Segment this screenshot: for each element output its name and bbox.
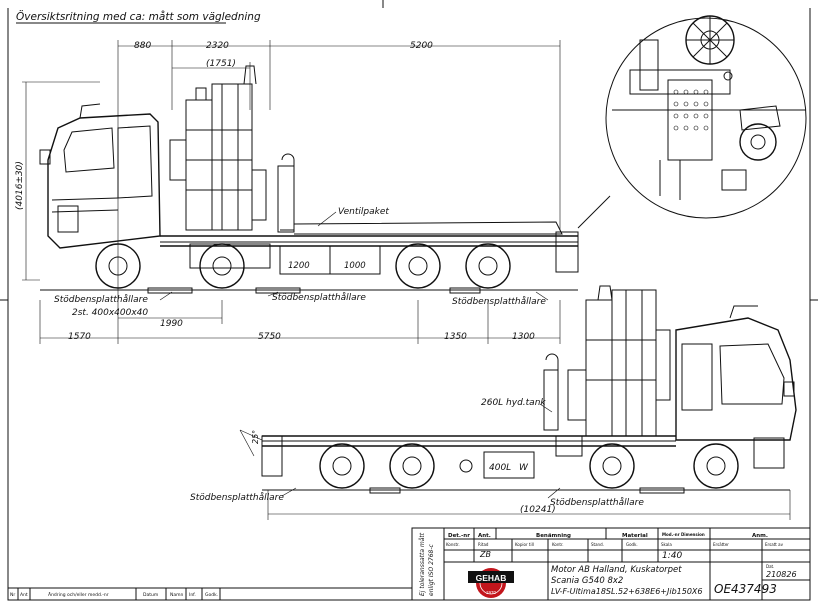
tb-ersatt-av: Ersatt av [765,542,784,547]
dim-1990: 1990 [160,319,183,329]
dim-2320: 2320 [206,41,229,51]
title-block [7,527,811,601]
drawing-title: Översiktsritning med ca: mått som vägled… [16,10,261,23]
rear-view-truck [239,285,797,520]
dim-1200: 1200 [288,261,310,271]
dim-10241: (10241) [520,505,556,515]
dim-880: 880 [134,41,151,51]
tb-date: 210826 [766,570,797,579]
tb-ersatter: Ersätter [713,542,729,547]
tb-col-material: Material [622,533,648,539]
tb-drawing-number: OE437493 [714,582,777,596]
rev-inf: Inf. [189,592,196,598]
dim-1000: 1000 [344,261,366,271]
tb-konstr: Konstr. [446,542,460,547]
rev-datum: Datum [143,592,158,598]
label-stod-front: Stödbensplatthållare [54,294,148,305]
dim-1350: 1350 [444,332,467,342]
rev-godk: Godk. [205,592,218,598]
tb-kontr: Kontr. [552,542,564,547]
tb-dat-label: Dat. [766,564,774,569]
tb-vehicle: Scania G540 8x2 [551,576,623,586]
label-stod-right: Stödbensplatthållare [550,497,644,508]
tb-col-anm: Anm. [752,533,768,539]
tb-col-ant: Ant. [478,533,491,539]
tb-spec: LV-F-Ultima18SL.52+638E6+Jib150X6 [551,587,702,596]
tb-kopior: Kopior till [515,542,534,547]
side-view-truck [22,40,611,344]
side-wheels [40,243,578,294]
dim-1751: (1751) [206,59,236,69]
detail-view [605,15,807,219]
tb-godk: Godk. [626,542,638,547]
dim-5750: 5750 [258,332,281,342]
tb-stand: Stand. [591,542,604,547]
label-400l-mark: W [519,463,529,473]
rev-ant: Ant [20,592,28,598]
tb-col-modnr: Mod.-nr Dimension [662,532,705,537]
gehab-logo: GEHAB 1970 [468,568,514,598]
label-stod-rear: Stödbensplatthållare [452,296,546,307]
label-stod-left: Stödbensplatthållare [190,492,284,503]
dim-5200: 5200 [410,41,433,51]
label-angle: 25° [251,430,260,444]
logo-text: GEHAB [476,573,507,583]
rev-namn: Namn [170,592,184,598]
dim-height: (4016±30) [15,161,25,210]
label-stod-front-size: 2st. 400x400x40 [72,308,148,318]
tb-scale-value: 1:40 [662,551,682,561]
tb-col-detnr: Det.-nr [448,533,470,539]
tb-customer: Motor AB Halland, Kuskatorpet [551,565,682,575]
label-260l-tank: 260L hyd.tank [481,398,546,408]
tb-note-1: Ej toleranssatta mått [419,532,426,596]
tb-col-benamning: Benämning [536,533,571,539]
tb-ritad-value: ZB [479,550,491,559]
label-ventilpaket: Ventilpaket [338,207,389,217]
rev-nr: Nr [10,592,15,598]
tb-skala: Skala [661,542,672,547]
tb-ritad: Ritad [478,542,489,547]
dim-1300: 1300 [512,332,535,342]
rev-andring: Ändring och/eller medd.-nr [48,591,109,598]
logo-year: 1970 [486,590,497,595]
dim-1570: 1570 [68,332,91,342]
label-400l-tank: 400L [489,463,511,473]
tb-note-2: enligt ISO 2768-c [428,543,435,596]
label-stod-mid: Stödbensplatthållare [272,292,366,303]
